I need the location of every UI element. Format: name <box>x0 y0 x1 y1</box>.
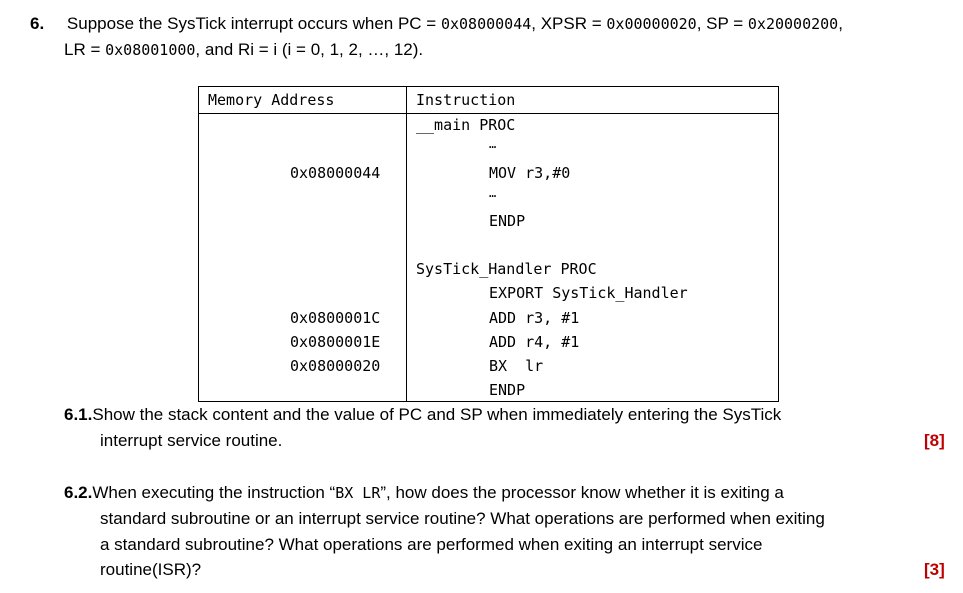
subquestion-text: ”, how does the processor know whether i… <box>380 483 784 502</box>
instruction-ellipsis: … <box>489 186 497 200</box>
instruction-endp: ENDP <box>489 381 526 399</box>
question-number: 6. <box>30 14 45 33</box>
subquestion-number: 6.1. <box>64 405 93 424</box>
instruction-add-r3: ADD r3, #1 <box>489 309 580 327</box>
question-6-2-line1: 6.2.When executing the instruction “BX L… <box>64 483 784 503</box>
line-end: , <box>838 14 843 33</box>
xpsr-label: , XPSR = <box>531 14 607 33</box>
instruction-endp: ENDP <box>489 212 526 230</box>
inline-code: BX LR <box>335 484 381 502</box>
instruction-export: EXPORT SysTick_Handler <box>489 284 688 302</box>
question-6-line1: 6. Suppose the SysTick interrupt occurs … <box>30 14 843 34</box>
column-divider <box>406 87 407 401</box>
header-divider <box>199 113 778 114</box>
instruction-bx-lr: BX lr <box>489 357 544 375</box>
question-6-line2: LR = 0x08001000, and Ri = i (i = 0, 1, 2… <box>64 40 423 60</box>
instruction-mov: MOV r3,#0 <box>489 164 571 182</box>
marks-badge: [3] <box>924 560 945 579</box>
address-cell: 0x0800001C <box>290 309 381 327</box>
instruction-ellipsis: … <box>489 137 497 151</box>
question-6-2-line3: a standard subroutine? What operations a… <box>100 535 763 554</box>
register-note: , and Ri = i (i = 0, 1, 2, …, 12). <box>195 40 424 59</box>
marks-badge: [8] <box>924 431 945 450</box>
sp-label: , SP = <box>696 14 748 33</box>
subquestion-text: When executing the instruction “ <box>92 483 336 502</box>
subquestion-text: Show the stack content and the value of … <box>92 405 782 424</box>
instruction-main-proc: __main PROC <box>416 116 516 134</box>
lr-label: LR = <box>64 40 106 59</box>
subquestion-number: 6.2. <box>64 483 93 502</box>
instruction-add-r4: ADD r4, #1 <box>489 333 580 351</box>
address-cell: 0x08000044 <box>290 164 381 182</box>
instruction-systick-proc: SysTick_Handler PROC <box>416 260 597 278</box>
question-6-1-line2: interrupt service routine. <box>100 431 283 450</box>
address-cell: 0x0800001E <box>290 333 381 351</box>
question-6-2-line2: standard subroutine or an interrupt serv… <box>100 509 825 528</box>
question-text: Suppose the SysTick interrupt occurs whe… <box>66 14 441 33</box>
lr-value: 0x08001000 <box>105 41 196 59</box>
header-memory-address: Memory Address <box>208 91 335 109</box>
xpsr-value: 0x00000020 <box>606 15 697 33</box>
address-cell: 0x08000020 <box>290 357 381 375</box>
sp-value: 0x20000200 <box>747 15 839 33</box>
header-instruction: Instruction <box>416 91 516 109</box>
question-6-2-line4: routine(ISR)? <box>100 560 202 579</box>
code-table: Memory Address Instruction __main PROC …… <box>198 86 779 402</box>
question-6-1-line1: 6.1.Show the stack content and the value… <box>64 405 781 425</box>
pc-value: 0x08000044 <box>440 15 532 33</box>
